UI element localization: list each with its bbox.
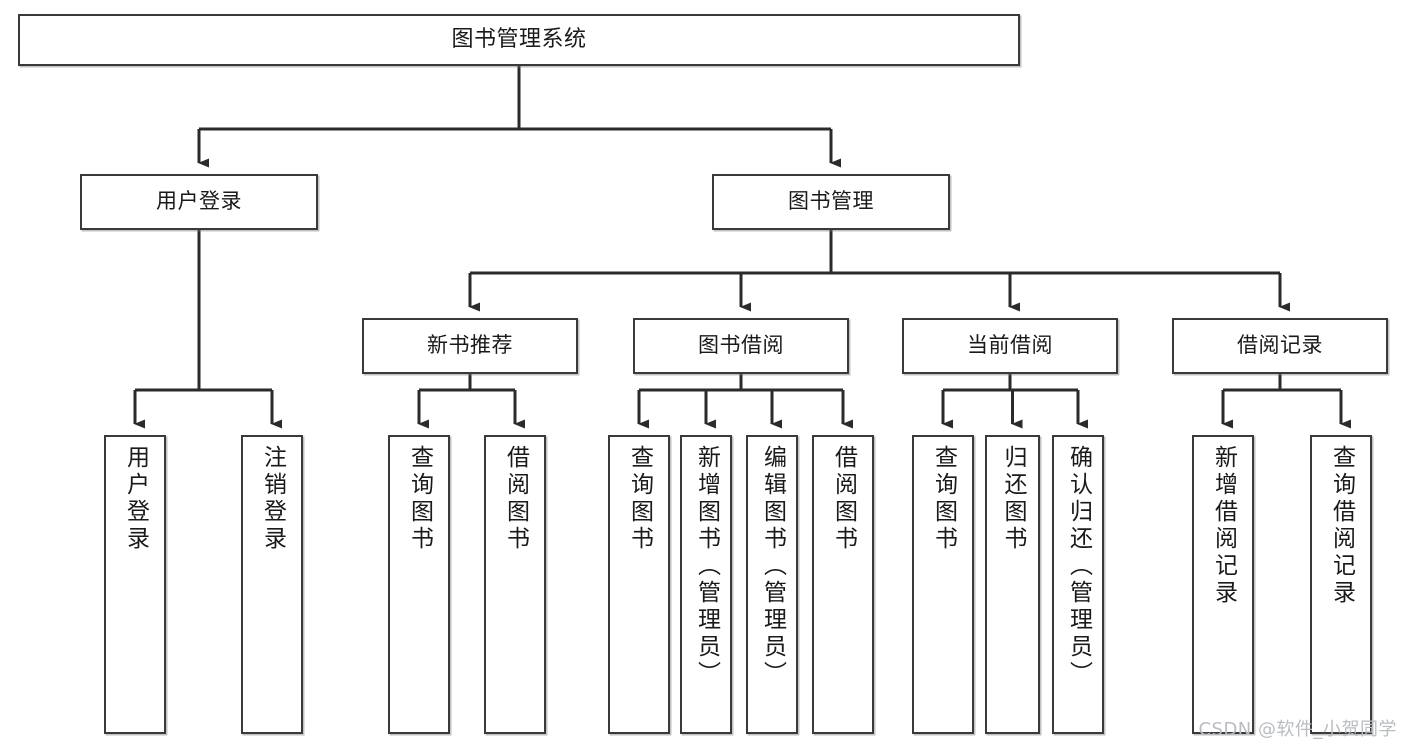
node-leaf_b1[interactable]: 借阅图书 <box>484 435 546 734</box>
node-label: 确认归还（管理员） <box>1065 445 1092 688</box>
node-label: 用户登录 <box>156 189 242 214</box>
node-bookmgmt[interactable]: 图书管理 <box>712 174 950 230</box>
node-records[interactable]: 借阅记录 <box>1172 318 1388 374</box>
node-leaf_addrec[interactable]: 新增借阅记录 <box>1192 435 1254 734</box>
node-leaf_ret[interactable]: 归还图书 <box>985 435 1040 734</box>
node-leaf_add[interactable]: 新增图书（管理员） <box>680 435 732 734</box>
node-leaf_q1[interactable]: 查询图书 <box>388 435 450 734</box>
node-label: 新增图书（管理员） <box>693 445 720 688</box>
node-leaf_b2[interactable]: 借阅图书 <box>812 435 874 734</box>
node-leaf_logout[interactable]: 注销登录 <box>241 435 303 734</box>
node-current[interactable]: 当前借阅 <box>902 318 1118 374</box>
node-label: 查询借阅记录 <box>1328 445 1355 607</box>
node-leaf_login[interactable]: 用户登录 <box>104 435 166 734</box>
watermark: CSDN @软件_小贺同学 <box>1198 719 1397 740</box>
node-label: 查询图书 <box>626 445 653 553</box>
node-label: 图书借阅 <box>698 333 784 358</box>
node-leaf_edit[interactable]: 编辑图书（管理员） <box>746 435 798 734</box>
node-root[interactable]: 图书管理系统 <box>18 14 1020 66</box>
node-leaf_q2[interactable]: 查询图书 <box>608 435 670 734</box>
node-label: 编辑图书（管理员） <box>759 445 786 688</box>
node-label: 借阅图书 <box>830 445 857 553</box>
node-newbook[interactable]: 新书推荐 <box>362 318 578 374</box>
node-label: 当前借阅 <box>967 333 1053 358</box>
node-leaf_confirm[interactable]: 确认归还（管理员） <box>1052 435 1104 734</box>
node-label: 新增借阅记录 <box>1210 445 1237 607</box>
node-label: 图书管理 <box>788 189 874 214</box>
node-label: 借阅记录 <box>1237 333 1323 358</box>
node-label: 图书管理系统 <box>451 26 587 52</box>
node-label: 借阅图书 <box>502 445 529 553</box>
node-login[interactable]: 用户登录 <box>80 174 318 230</box>
node-leaf_q3[interactable]: 查询图书 <box>912 435 974 734</box>
node-label: 查询图书 <box>406 445 433 553</box>
node-leaf_qrec[interactable]: 查询借阅记录 <box>1310 435 1372 734</box>
node-label: 归还图书 <box>1000 445 1026 553</box>
node-label: 新书推荐 <box>427 333 513 358</box>
node-borrow[interactable]: 图书借阅 <box>633 318 849 374</box>
node-label: 查询图书 <box>930 445 957 553</box>
node-label: 注销登录 <box>259 445 286 553</box>
node-label: 用户登录 <box>122 445 149 553</box>
